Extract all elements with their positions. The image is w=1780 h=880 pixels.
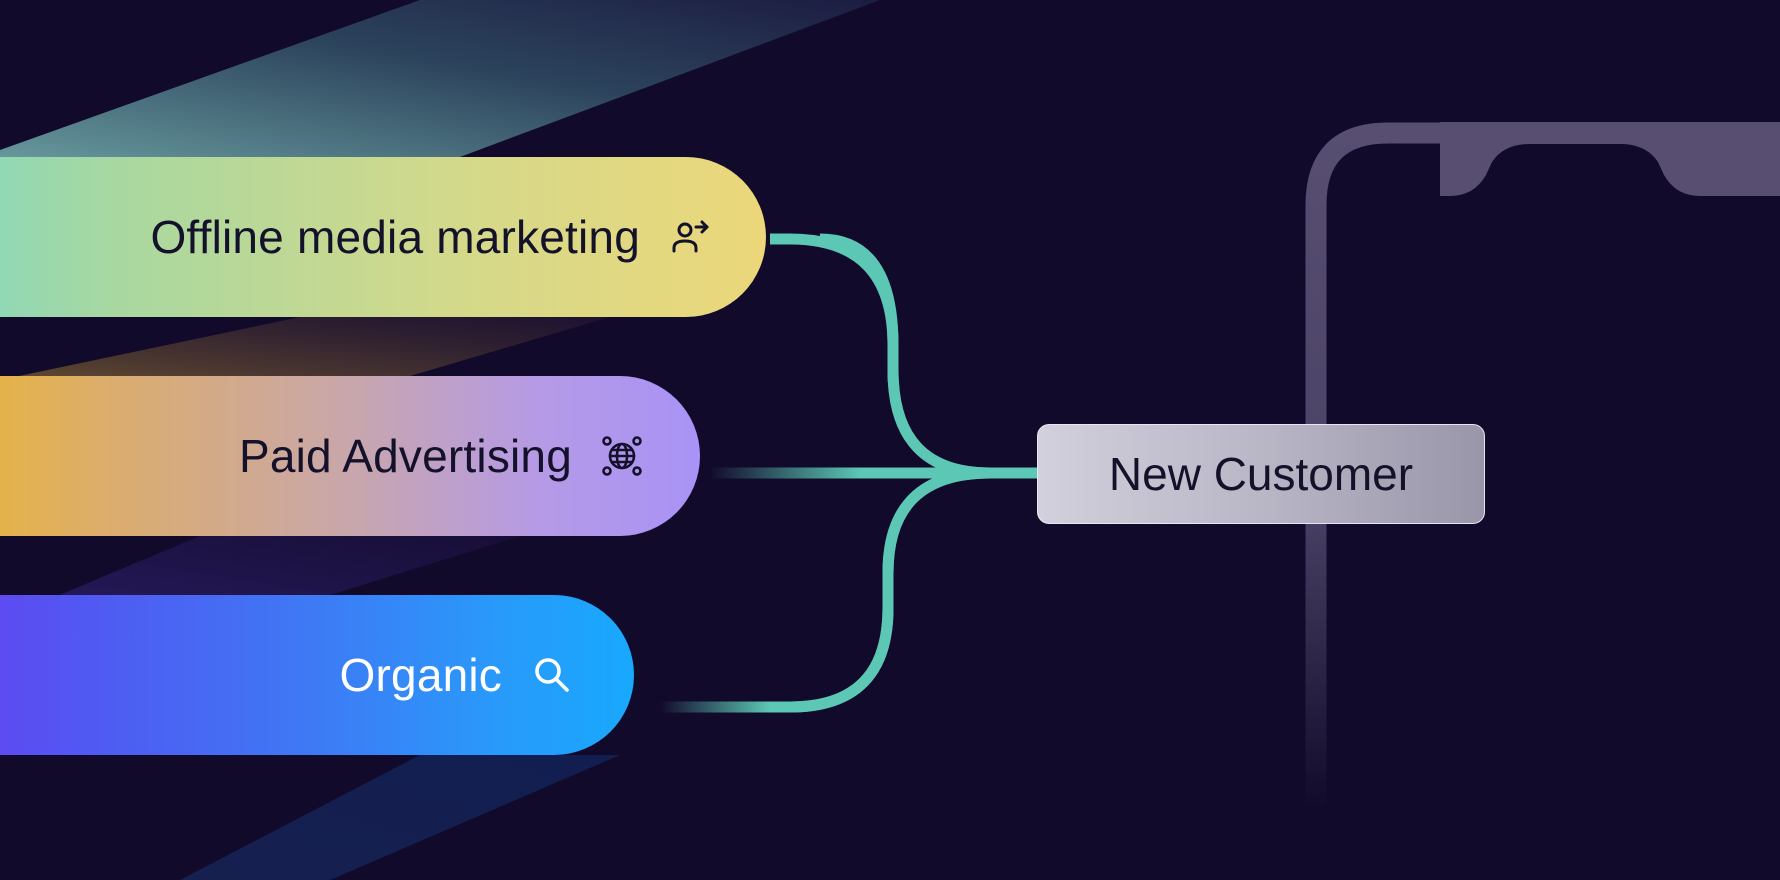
source-paid-advertising: Paid Advertising <box>0 376 700 536</box>
source-offline-media: Offline media marketing <box>0 157 766 317</box>
search-icon <box>530 653 574 697</box>
source-label: Organic <box>340 648 502 702</box>
source-label: Offline media marketing <box>150 210 640 264</box>
target-new-customer: New Customer <box>1037 424 1485 524</box>
source-organic: Organic <box>0 595 634 755</box>
connector-organic <box>660 473 1037 707</box>
source-label: Paid Advertising <box>239 429 572 483</box>
user-arrow-icon <box>668 215 712 259</box>
globe-network-icon <box>600 434 644 478</box>
target-label: New Customer <box>1109 447 1413 501</box>
